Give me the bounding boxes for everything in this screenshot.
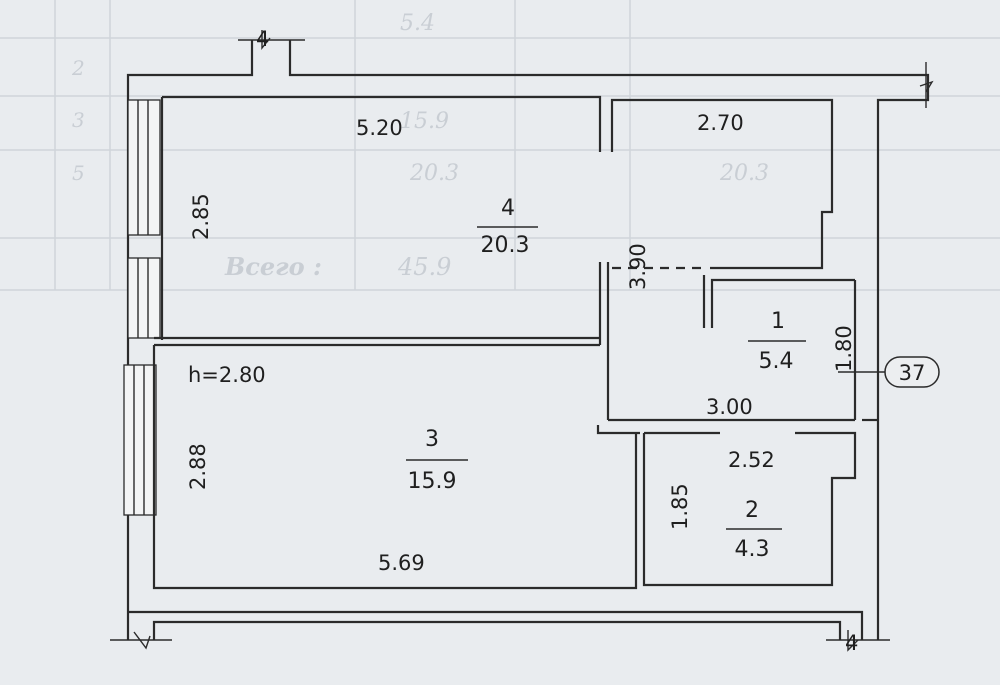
table-value-b: 15.9 (400, 109, 449, 134)
room-2-label: 2 4.3 (726, 498, 782, 562)
axis-mark-right (919, 62, 934, 108)
left-window-upper (127, 99, 161, 339)
room-3-area: 15.9 (408, 469, 457, 494)
dim-corridor-width: 2.70 (697, 111, 744, 135)
room-4 (154, 262, 610, 420)
table-value-d: 20.3 (719, 161, 769, 186)
dim-room4-height: 2.85 (189, 193, 213, 240)
room-4-number: 4 (501, 196, 515, 221)
table-value-c: 20.3 (409, 161, 459, 186)
apartment-callout: 37 (838, 356, 940, 388)
room-2 (642, 431, 857, 587)
room-3-number: 3 (425, 427, 439, 452)
apartment-number: 37 (899, 361, 926, 385)
table-total-value: 45.9 (397, 253, 451, 281)
table-row-number-b: 3 (72, 108, 85, 132)
room-2-number: 2 (745, 498, 759, 523)
dim-room4-width: 5.20 (356, 116, 403, 140)
axis-label-bottom-right: 4 (845, 631, 858, 655)
room-3 (152, 345, 638, 590)
room-1 (596, 275, 855, 435)
dim-room3-width: 5.69 (378, 551, 425, 575)
room-3-label: 3 15.9 (406, 427, 468, 494)
background-table: 2 3 5 5.4 15.9 20.3 20.3 Всего : 45.9 (0, 0, 1000, 291)
left-window-lower (123, 364, 157, 516)
dim-corridor-height: 3.90 (626, 243, 650, 290)
room-4-area: 20.3 (481, 233, 530, 258)
table-row-number-a: 2 (71, 56, 85, 80)
room-1-area: 5.4 (759, 349, 794, 374)
outer-walls (126, 40, 930, 640)
room-2-area: 4.3 (735, 537, 770, 562)
dim-room1-height: 1.80 (832, 325, 856, 372)
axis-mark-bottom-left (110, 631, 172, 650)
table-value-a: 5.4 (400, 11, 435, 36)
table-row-number-c: 5 (72, 161, 85, 185)
room-1-label: 1 5.4 (748, 309, 806, 374)
room-4-label: 4 20.3 (477, 196, 538, 258)
dim-room1-width: 3.00 (706, 395, 753, 419)
dim-room2-width: 2.52 (728, 448, 775, 472)
dim-room2-height: 1.85 (668, 483, 692, 530)
axis-mark-top: 4 (238, 27, 305, 51)
table-total-label: Всего : (224, 252, 322, 281)
axis-mark-bottom-right: 4 (826, 630, 890, 655)
dim-room3-ceiling: h=2.80 (188, 363, 266, 387)
axis-label-top: 4 (256, 27, 269, 51)
room-1-number: 1 (771, 309, 785, 334)
dim-room3-height: 2.88 (186, 443, 210, 490)
